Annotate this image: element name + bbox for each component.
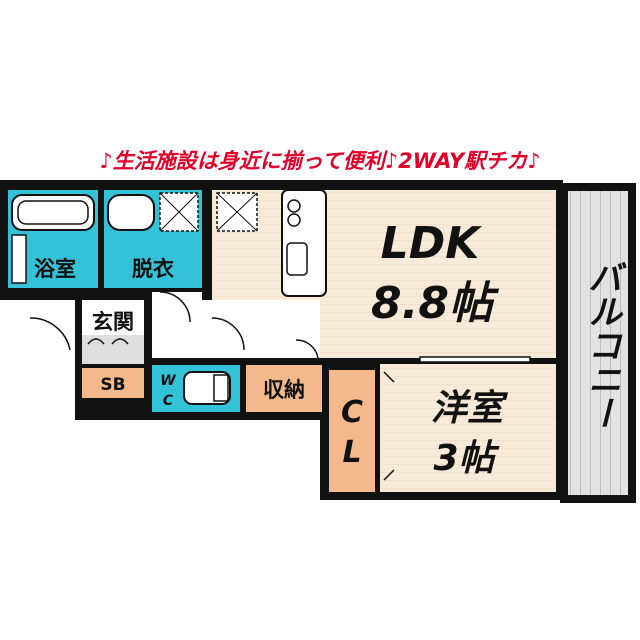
sink-icon: [286, 242, 308, 276]
kitchen: [216, 189, 327, 297]
entrance-label: 玄関: [92, 310, 134, 334]
bath-ledge-icon: [11, 234, 27, 284]
washbasin-icon: [107, 194, 155, 231]
corridor: [152, 292, 208, 358]
bath-label: 浴室: [34, 257, 76, 281]
western-room-label: 洋室: [431, 388, 508, 429]
wc-label-w: W: [160, 373, 176, 389]
stove-icon: [287, 199, 301, 213]
ldk-label: LDK: [381, 218, 483, 269]
bathtub-icon: [11, 194, 95, 231]
dressing-label: 脱衣: [132, 257, 174, 281]
entrance-tile: [82, 335, 144, 364]
storage-room: [246, 365, 322, 412]
closet-label-c: C: [341, 395, 363, 430]
corridor-lower: [208, 300, 320, 358]
storage-label: 収納: [263, 378, 305, 402]
shoe-box-label: SB: [100, 375, 125, 395]
closet: [329, 370, 375, 492]
ldk-size: 8.8帖: [371, 278, 500, 329]
shoe-box: [82, 368, 144, 398]
western-room: [380, 364, 556, 492]
balcony: バルコニー: [560, 183, 636, 503]
balcony-label: バルコニー: [582, 260, 622, 430]
wc-label-c: C: [163, 393, 174, 409]
slogan-text: ♪生活施設は身近に揃って便利♪2WAY駅チカ♪: [99, 149, 540, 173]
windows: [419, 227, 568, 421]
closet-label-l: L: [342, 435, 361, 470]
ldk-room-lower: [325, 300, 556, 358]
western-room-size: 3帖: [433, 438, 500, 479]
doors: [29, 291, 395, 481]
